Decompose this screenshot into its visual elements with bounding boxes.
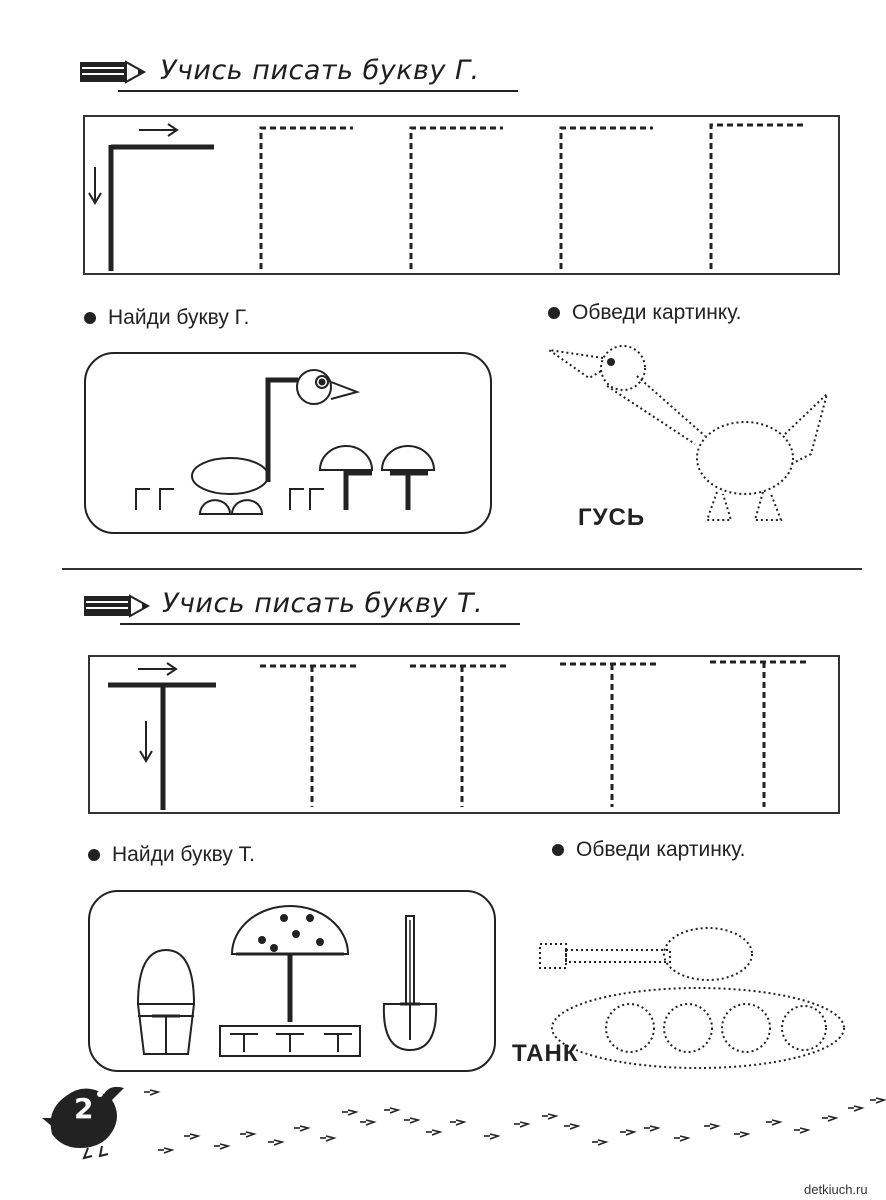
watermark: detkiuch.ru: [804, 1182, 868, 1197]
find-letter-label-t: Найди букву Т.: [88, 843, 255, 867]
letter-t-tracing: [108, 660, 810, 810]
title-underline-g: [118, 90, 518, 92]
trace-box-t: [88, 655, 840, 814]
pencil-icon: [84, 594, 151, 618]
trace-picture-label-g: Обведи картинку.: [548, 301, 741, 325]
section-title-t: Учись писать букву Т.: [162, 588, 484, 619]
page-number: 2: [74, 1092, 94, 1125]
bullet-dot: [548, 307, 560, 319]
bullet-dot: [552, 844, 564, 856]
bird-icon: [42, 1086, 124, 1160]
bucket-mushroom-shovel-picture: [136, 905, 438, 1057]
section-divider: [62, 568, 862, 570]
picture-word-goose: ГУСЬ: [578, 504, 646, 531]
footprints-decoration: [144, 1089, 885, 1154]
find-letter-label-g: Найди букву Г.: [84, 306, 249, 330]
title-underline-t: [120, 623, 520, 625]
bullet-dot: [84, 312, 96, 324]
picture-word-tank: ТАНК: [512, 1040, 579, 1067]
pencil-icon: [80, 60, 147, 84]
goose-mushrooms-picture: [135, 369, 436, 515]
section-title-g: Учись писать букву Г.: [160, 55, 480, 86]
goose-trace-picture: [548, 345, 829, 521]
trace-box-g: [83, 115, 840, 275]
tank-trace-picture: [539, 927, 845, 1069]
bullet-dot: [88, 849, 100, 861]
trace-picture-label-t: Обведи картинку.: [552, 838, 745, 862]
letter-g-tracing: [88, 123, 803, 271]
